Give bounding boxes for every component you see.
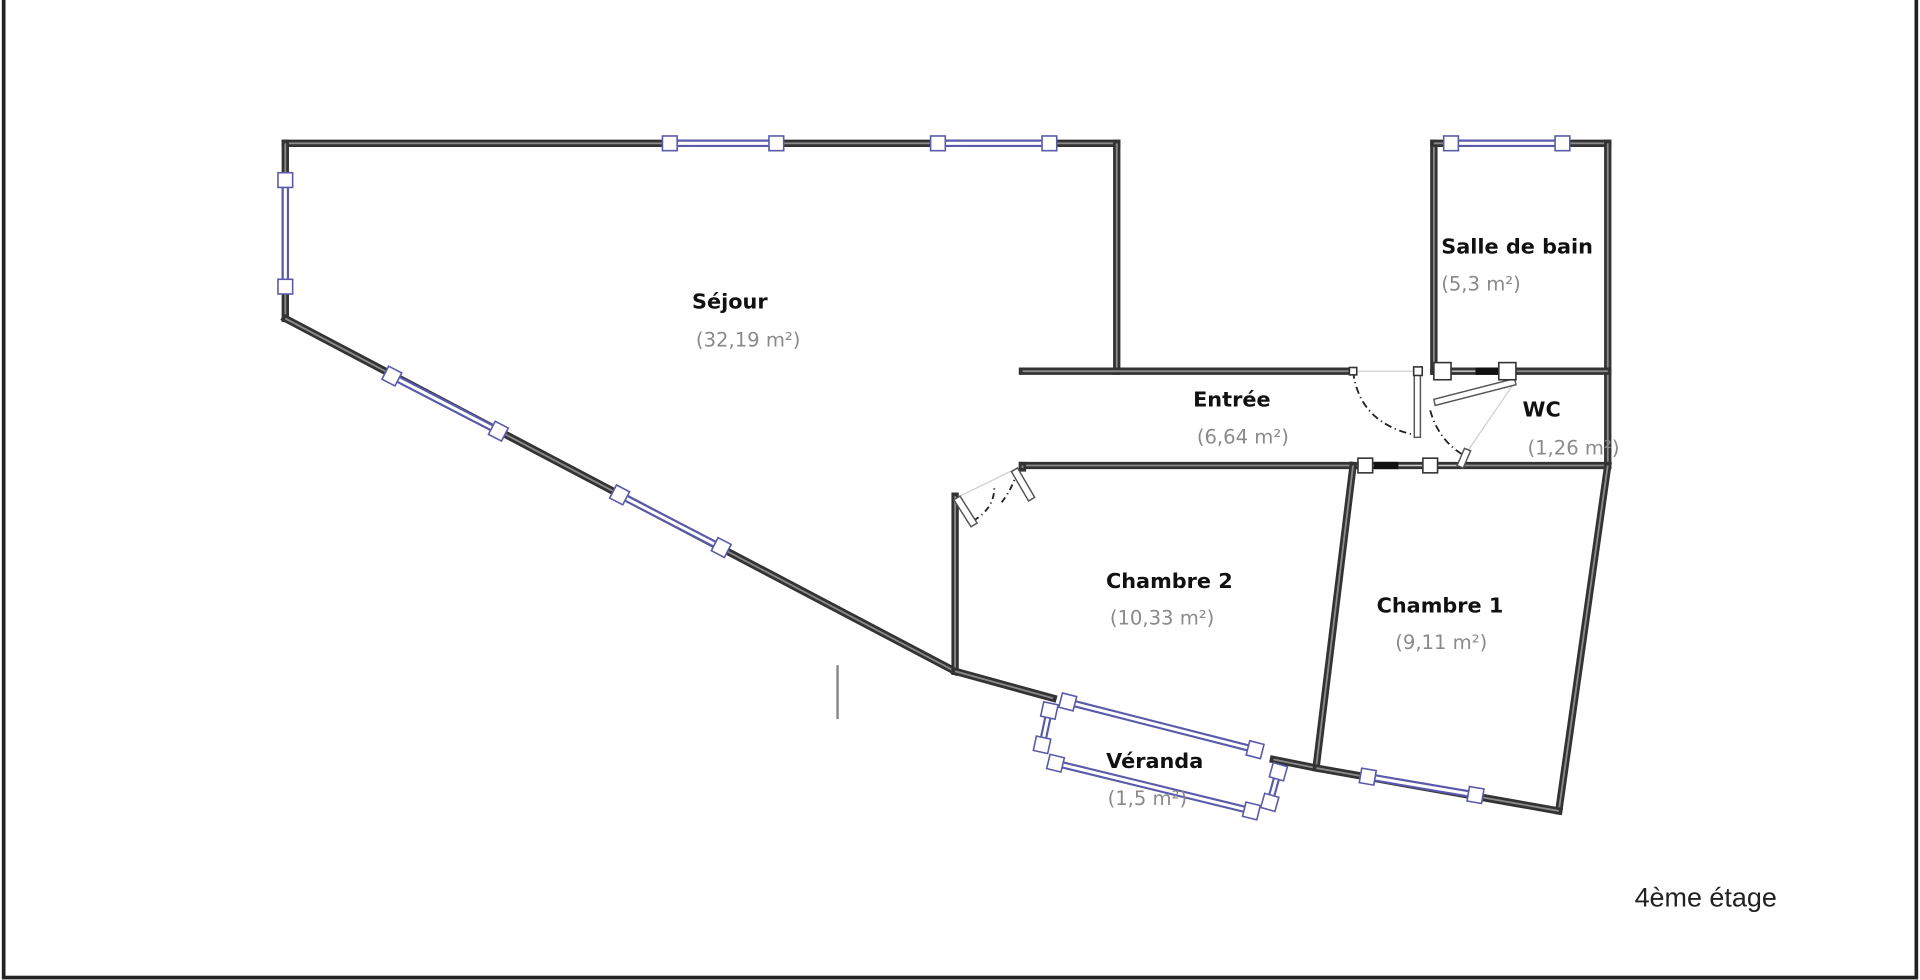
room-area: (1,26 m²) <box>1527 436 1619 459</box>
wall-inner <box>954 670 1054 700</box>
window-handle[interactable] <box>661 135 678 152</box>
window-glass <box>1367 775 1476 797</box>
wall-inner <box>1557 465 1609 812</box>
room-entree[interactable]: Entrée (6,64 m²) <box>1193 388 1289 449</box>
window-handle[interactable] <box>277 278 294 295</box>
room-name: Véranda <box>1106 749 1203 773</box>
window-handle[interactable] <box>1466 785 1485 805</box>
room-veranda[interactable]: Véranda (1,5 m²) <box>1106 749 1203 810</box>
door-swing-wc <box>1429 410 1465 457</box>
window-handle[interactable] <box>929 135 947 152</box>
door-panel-chambre2-a <box>952 495 979 528</box>
opening-line <box>959 467 1018 497</box>
room-name: Salle de bain <box>1441 235 1593 259</box>
window-handle[interactable] <box>277 171 294 189</box>
walls <box>280 139 1612 816</box>
windows <box>281 139 1563 815</box>
door-handle[interactable] <box>1412 366 1424 377</box>
window-handle[interactable] <box>1554 135 1571 152</box>
room-chambre-1[interactable]: Chambre 1 (9,11 m²) <box>1377 593 1504 654</box>
door-leaf-black <box>1373 461 1399 470</box>
window-handle[interactable] <box>1041 135 1058 152</box>
window-handle[interactable] <box>608 483 631 506</box>
door-handle[interactable] <box>1422 457 1439 474</box>
window-glass <box>618 493 722 549</box>
window-glass <box>1055 761 1252 813</box>
window-handle[interactable] <box>487 420 510 443</box>
door-leaf-black <box>1475 367 1505 375</box>
room-name: WC <box>1523 397 1561 421</box>
wall-inner <box>1273 758 1317 769</box>
door-panel-chambre2-b <box>1010 466 1036 503</box>
door-swing-entree <box>1352 371 1415 436</box>
window-handle[interactable] <box>1259 792 1280 813</box>
room-name: Chambre 1 <box>1377 593 1504 617</box>
door-openings <box>959 370 1516 497</box>
door-panel-bottom <box>1456 447 1472 469</box>
room-area: (9,11 m²) <box>1395 631 1487 654</box>
room-area: (1,5 m²) <box>1108 787 1188 810</box>
room-name: Séjour <box>692 290 768 314</box>
door-handle[interactable] <box>1497 361 1517 381</box>
room-name: Chambre 2 <box>1106 569 1233 593</box>
door-handle[interactable] <box>1357 457 1374 474</box>
door-handle[interactable] <box>1348 366 1358 376</box>
window-handle[interactable] <box>1057 692 1078 712</box>
window-glass <box>391 374 500 433</box>
doors <box>952 367 1517 528</box>
opening-line <box>1463 381 1516 457</box>
window-handle[interactable] <box>768 135 785 152</box>
room-area: (10,33 m²) <box>1110 607 1214 630</box>
window-handle[interactable] <box>710 536 733 559</box>
room-sejour[interactable]: Séjour (32,19 m²) <box>692 290 800 352</box>
window-handle[interactable] <box>1032 735 1052 755</box>
room-chambre-2[interactable]: Chambre 2 (10,33 m²) <box>1106 569 1233 630</box>
door-handle[interactable] <box>1433 361 1452 381</box>
room-name: Entrée <box>1193 388 1270 412</box>
room-salle-de-bain[interactable]: Salle de bain (5,3 m²) <box>1441 235 1593 296</box>
wall-inner <box>1315 465 1354 766</box>
room-area: (6,64 m²) <box>1197 425 1289 448</box>
window-glass <box>1067 700 1256 752</box>
window-handle[interactable] <box>1358 767 1378 787</box>
room-area: (5,3 m²) <box>1441 272 1521 295</box>
window-handle[interactable] <box>380 365 403 388</box>
window-handle[interactable] <box>1039 700 1060 721</box>
window-handle[interactable] <box>1241 801 1262 821</box>
window-handle[interactable] <box>1268 761 1289 782</box>
window-handle[interactable] <box>1245 739 1266 760</box>
floor-label: 4ème étage <box>1635 882 1777 912</box>
handles <box>277 135 1571 821</box>
door-panel-wc <box>1433 377 1517 407</box>
window-handle[interactable] <box>1045 753 1066 774</box>
window-handle[interactable] <box>1442 135 1460 152</box>
door-panel-entree <box>1413 370 1422 439</box>
room-area: (32,19 m²) <box>696 329 800 352</box>
room-wc[interactable]: WC (1,26 m²) <box>1523 397 1620 459</box>
